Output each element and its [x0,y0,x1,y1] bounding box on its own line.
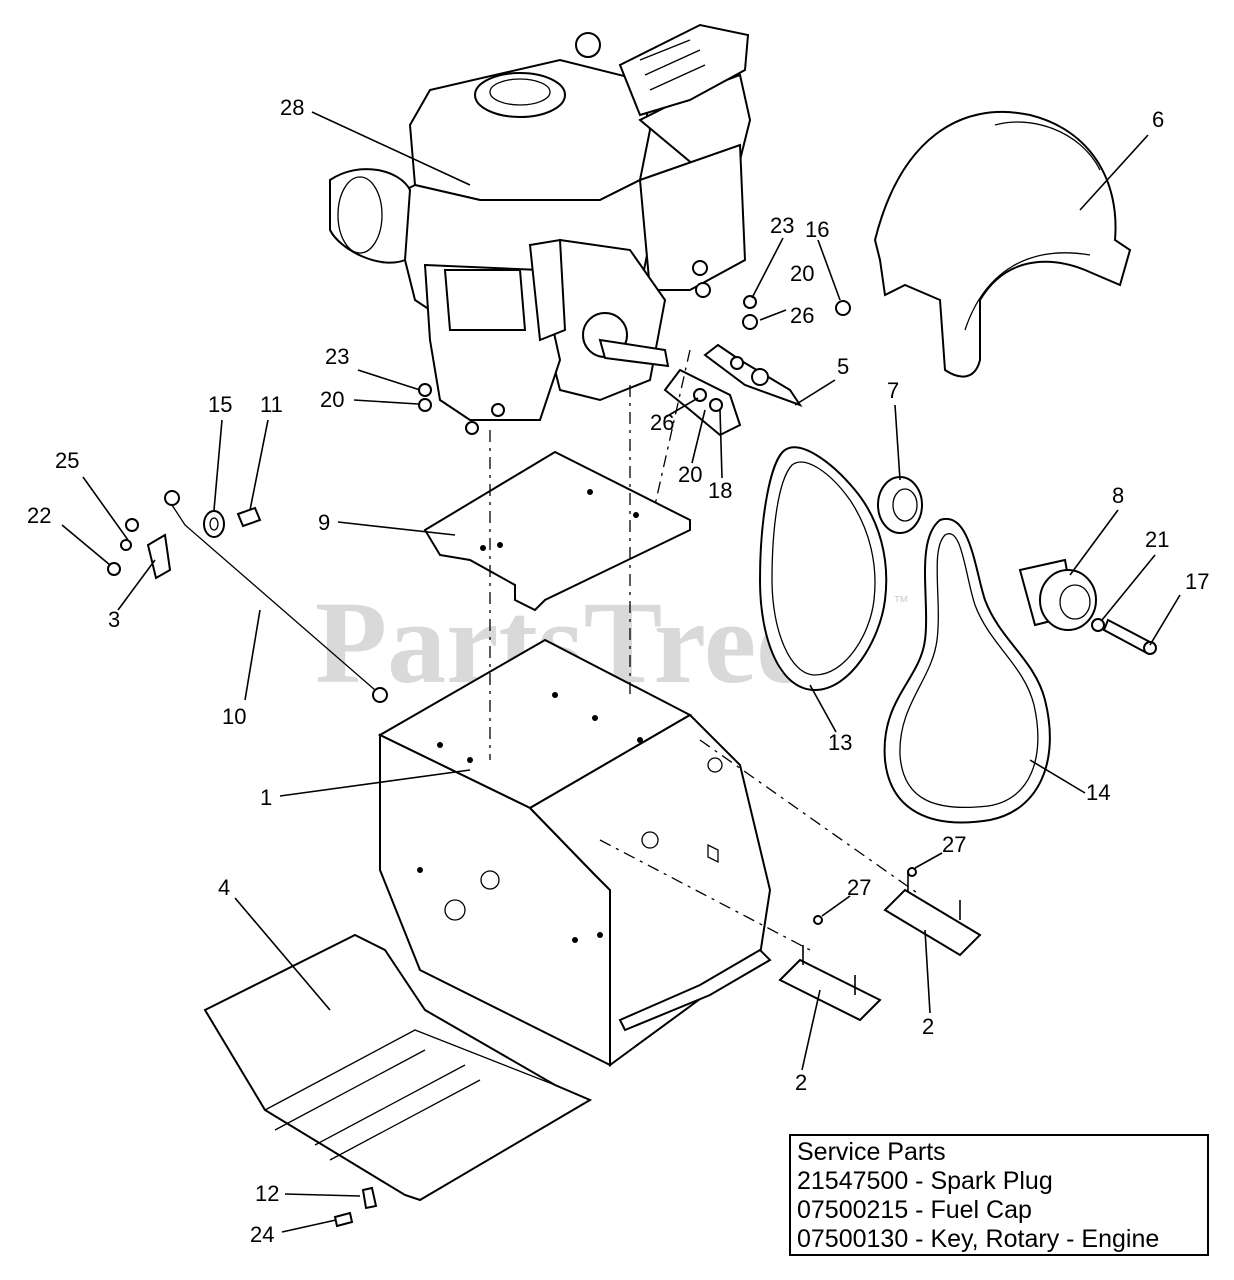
callout-7: 7 [887,378,899,403]
pulley-large [1018,558,1157,655]
service-part-item: 07500130 - Key, Rotary - Engine [797,1225,1160,1253]
callout-15: 15 [208,392,232,417]
callout-27: 27 [847,875,871,900]
callout-17: 17 [1185,569,1209,594]
callout-4: 4 [218,875,230,900]
callout-13: 13 [828,730,852,755]
callout-24: 24 [250,1222,274,1247]
callout-9: 9 [318,510,330,535]
mounting-plates [778,867,982,1022]
callout-26: 26 [650,410,674,435]
service-parts-box: Service Parts 21547500 - Spark Plug 0750… [789,1134,1209,1256]
alignment-lines [489,349,921,951]
callout-5: 5 [837,354,849,379]
callout-20: 20 [678,462,702,487]
callout-2: 2 [922,1014,934,1039]
callout-labels: 28 6 23 16 20 26 23 20 5 15 11 7 25 26 2… [27,95,1209,1247]
callout-12: 12 [255,1181,279,1206]
callout-11: 11 [260,392,283,417]
callout-10: 10 [222,704,246,729]
watermark-trademark: ™ [893,594,909,611]
callout-20: 20 [320,387,344,412]
callout-27: 27 [942,832,966,857]
callout-21: 21 [1145,527,1169,552]
engine-plate [423,450,691,612]
service-part-item: 07500215 - Fuel Cap [797,1196,1032,1224]
callout-28: 28 [280,95,304,120]
callout-22: 22 [27,503,51,528]
callout-23: 23 [325,344,349,369]
callout-14: 14 [1086,780,1110,805]
callout-2: 2 [795,1070,807,1095]
callout-20: 20 [790,261,814,286]
callout-8: 8 [1112,483,1124,508]
callout-18: 18 [708,478,732,503]
callout-6: 6 [1152,107,1164,132]
frame [377,638,772,1067]
callout-25: 25 [55,448,79,473]
callout-26: 26 [790,303,814,328]
callout-3: 3 [108,607,120,632]
leader-lines [61,111,1181,1233]
pulley-small [877,476,923,534]
callout-1: 1 [260,785,272,810]
service-part-item: 21547500 - Spark Plug [797,1167,1053,1195]
engine [329,23,752,421]
callout-16: 16 [805,217,829,242]
callout-23: 23 [770,213,794,238]
bottom-bracket [203,933,593,1202]
clip-hardware [333,1186,378,1228]
cable-hardware [107,490,388,703]
belts [758,446,1051,824]
belt-cover [873,110,1132,378]
service-parts-title: Service Parts [797,1138,946,1166]
hardware-right [663,295,851,437]
